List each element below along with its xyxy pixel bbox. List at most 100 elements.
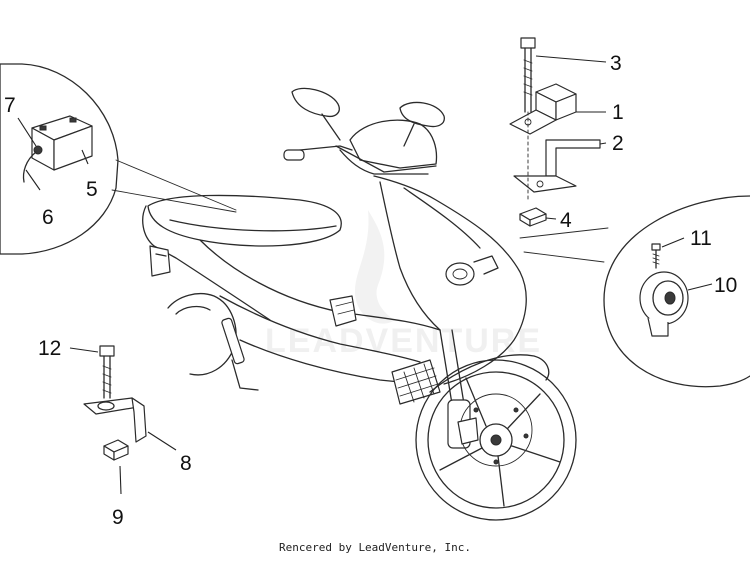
body-side — [199, 239, 441, 331]
battery-inset-pointer — [111, 159, 237, 213]
watermark-text: LEADVENTURE — [265, 322, 542, 360]
shield-inner-line — [379, 181, 441, 331]
leader-5 — [81, 149, 89, 165]
front-fork — [439, 329, 465, 405]
front-fender — [429, 354, 550, 393]
front-light — [445, 262, 475, 286]
front-light-bracket — [473, 255, 499, 275]
horn-bolt-thread — [652, 253, 660, 265]
left-mirror — [291, 87, 340, 118]
relay-clip-nut-side — [529, 213, 547, 227]
callout-1[interactable]: 1 — [612, 101, 624, 124]
right-mirror-stem — [403, 123, 415, 147]
leader-10 — [687, 283, 713, 291]
horn-bracket — [647, 317, 669, 337]
right-mirror — [399, 101, 445, 128]
windscreen — [349, 119, 438, 169]
side-vent-slats — [335, 301, 355, 315]
rear-shock — [221, 317, 245, 365]
leader-2 — [599, 142, 607, 145]
disc-hole — [513, 407, 519, 413]
horn-inset — [519, 195, 750, 388]
tail-light — [149, 245, 171, 277]
callout-7[interactable]: 7 — [4, 94, 16, 117]
relay-bracket — [545, 139, 601, 177]
brake-caliper — [457, 417, 479, 445]
callout-10[interactable]: 10 — [714, 274, 737, 297]
disc-hole — [523, 433, 529, 439]
horn-center — [664, 291, 676, 305]
shield-crease — [403, 187, 481, 249]
rear-wheel — [167, 293, 237, 376]
bracket-flange — [131, 397, 147, 443]
battery-terminal — [69, 117, 77, 123]
leader-lines — [17, 55, 713, 495]
bracket-bolt-thread — [102, 365, 112, 394]
bracket-assembly — [83, 345, 147, 461]
callout-9[interactable]: 9 — [112, 506, 124, 529]
front-tire-inner — [427, 371, 565, 509]
battery-terminal — [39, 125, 47, 131]
bracket-bolt-head — [99, 345, 115, 357]
callout-5[interactable]: 5 — [86, 178, 98, 201]
leader-11 — [661, 237, 685, 248]
battery-inset-circle — [0, 63, 119, 255]
relay-bracket-hole — [536, 180, 544, 188]
relay-assembly — [509, 37, 601, 227]
horn-bolt-head — [651, 243, 661, 251]
watermark: LEADVENTURE — [265, 210, 542, 360]
callout-11[interactable]: 11 — [690, 227, 712, 250]
left-grip — [283, 149, 305, 161]
bracket-clip-nut-side — [113, 445, 129, 461]
seat-seam — [169, 219, 337, 232]
front-light-inner — [452, 268, 468, 280]
leader-8 — [147, 431, 177, 451]
front-tire-outer — [415, 359, 577, 521]
relay-bracket-foot — [513, 175, 577, 193]
exhaust-line — [231, 359, 259, 391]
callout-2[interactable]: 2 — [612, 132, 624, 155]
leader-12 — [69, 347, 99, 353]
side-vent — [329, 295, 357, 327]
seat — [147, 194, 342, 247]
callout-6[interactable]: 6 — [42, 206, 54, 229]
render-credit: Rencered by LeadVenture, Inc. — [278, 541, 472, 554]
callout-12[interactable]: 12 — [38, 337, 61, 360]
leader-6 — [25, 169, 41, 191]
disc-hole — [473, 407, 479, 413]
relay-mount-tab — [509, 109, 557, 135]
leader-7 — [17, 117, 37, 147]
relay-bolt-shank — [524, 47, 532, 113]
front-wheel-spokes — [439, 377, 561, 507]
disc-hole — [493, 459, 499, 465]
callout-8[interactable]: 8 — [180, 452, 192, 475]
battery-cable — [22, 151, 37, 183]
leader-4 — [545, 217, 557, 220]
floorboard-line — [239, 339, 421, 385]
front-axle — [490, 434, 502, 446]
relay-bolt-thread — [523, 59, 533, 96]
callout-labels: 1 2 3 4 5 6 7 8 9 10 11 12 — [4, 52, 737, 529]
body-lower-line — [219, 295, 421, 363]
horn-body — [639, 271, 689, 325]
callout-4[interactable]: 4 — [560, 209, 572, 232]
relay-bolt-head — [520, 37, 536, 49]
scooter-outline — [142, 87, 577, 521]
battery-side — [53, 125, 93, 171]
front-grille-mesh — [395, 363, 439, 403]
horn-inset-circle — [603, 195, 750, 388]
left-mirror-stem — [321, 113, 341, 141]
tail-body — [142, 205, 271, 321]
front-hub — [479, 423, 513, 457]
handlebar-top — [335, 145, 437, 173]
callout-3[interactable]: 3 — [610, 52, 622, 75]
rear-wheel-inner — [175, 305, 211, 315]
watermark-flame-icon — [354, 210, 395, 324]
horn-face — [652, 280, 684, 316]
handlebar-cover — [339, 149, 429, 175]
leader-9 — [119, 465, 122, 495]
bracket-hole — [97, 401, 115, 411]
horn-inset-pointer — [519, 227, 609, 263]
battery-inset — [0, 63, 237, 255]
